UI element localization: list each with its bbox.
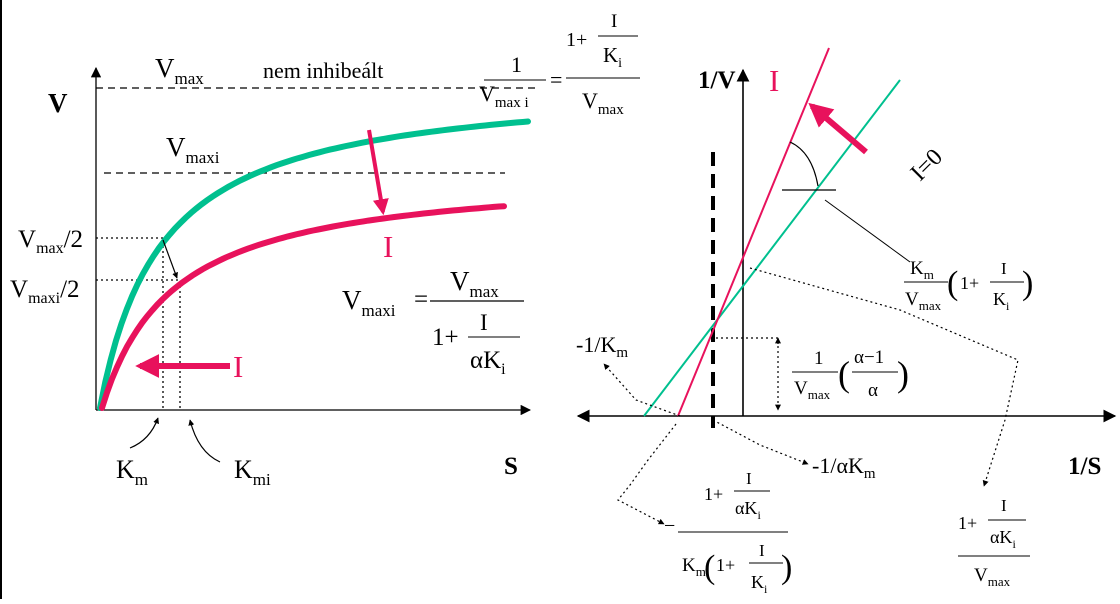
x-intercept-formula: − 1+ I αKi Km ( 1+ I Ki )	[664, 469, 792, 596]
svg-text:(: (	[947, 265, 958, 302]
svg-text:): )	[781, 549, 792, 586]
slope-angle-arc	[789, 141, 819, 187]
lineweaver-burk-plot: 1/V 1/S I I=0 Km Vmax ( 1+ I Ki ) -1/Km …	[576, 47, 1117, 596]
svg-text:Km: Km	[910, 258, 934, 282]
svg-text:α−1: α−1	[854, 347, 884, 368]
svg-text:I: I	[480, 310, 488, 335]
inhibitor-label-left: I	[233, 349, 243, 384]
crossing-point-formula: 1 Vmax ( α−1 α )	[792, 347, 909, 402]
svg-text:Vmax: Vmax	[794, 378, 831, 402]
uninhibited-line	[643, 79, 901, 417]
svg-text:α: α	[868, 380, 878, 401]
svg-text:=: =	[550, 67, 562, 92]
vmaxi-reciprocal-formula: 1 Vmax i = 1+ I Ki Vmax	[479, 11, 640, 118]
svg-text:1+: 1+	[566, 29, 587, 51]
km-pointer	[129, 417, 159, 449]
svg-text:): )	[897, 354, 909, 394]
half-vmaxi-label: Vmaxi/2	[10, 276, 80, 307]
slope-increase-arrow	[808, 102, 868, 155]
inhibitor-label-right: I	[769, 63, 779, 98]
svg-text:Vmaxi: Vmaxi	[342, 285, 396, 320]
svg-text:1: 1	[814, 348, 824, 369]
x-intercept-leader	[617, 423, 677, 525]
y-intercept-formula: 1+ I αKi Vmax	[958, 496, 1030, 589]
slope-formula: Km Vmax ( 1+ I Ki )	[904, 258, 1033, 313]
svg-text:Vmax: Vmax	[582, 88, 624, 118]
half-vmax-label: Vmax/2	[18, 226, 83, 257]
svg-text:Ki: Ki	[993, 289, 1010, 313]
vmaxi-equation: Vmaxi = Vmax 1+ I αKi	[342, 266, 524, 378]
svg-text:Vmax: Vmax	[905, 289, 942, 313]
kmi-pointer	[188, 419, 221, 463]
svg-text:1: 1	[511, 52, 522, 77]
neg-inv-km-label: -1/Km	[576, 332, 628, 361]
svg-text:αKi: αKi	[735, 498, 761, 522]
slope-leader	[824, 199, 911, 263]
svg-text:αKi: αKi	[990, 527, 1016, 551]
svg-text:1+: 1+	[958, 513, 977, 533]
zero-inhibitor-label: I=0	[906, 144, 948, 186]
kmi-label: Kmi	[234, 455, 271, 489]
svg-text:Ki: Ki	[751, 572, 768, 596]
svg-text:=: =	[414, 286, 428, 313]
vmax-label: Vmax	[155, 53, 204, 88]
svg-text:αKi: αKi	[470, 347, 506, 378]
svg-text:I: I	[746, 469, 752, 488]
v-axis-label: V	[48, 88, 68, 118]
inverse-v-axis-label: 1/V	[698, 67, 736, 94]
svg-text:(: (	[704, 549, 715, 586]
svg-text:1+: 1+	[704, 484, 723, 504]
inhibitor-label-down: I	[383, 229, 393, 264]
svg-text:I: I	[1001, 259, 1007, 278]
svg-text:I: I	[759, 541, 765, 560]
svg-text:1+: 1+	[432, 324, 459, 351]
svg-text:I: I	[611, 11, 617, 32]
uninhibited-curve	[97, 118, 531, 411]
half-max-shift-arrow	[162, 239, 178, 279]
inhibited-line	[677, 47, 830, 417]
inhibited-curve	[99, 203, 507, 411]
inverse-s-axis-label: 1/S	[1068, 453, 1101, 480]
svg-text:Vmax: Vmax	[974, 565, 1011, 589]
y-intercept-leader	[749, 267, 1019, 487]
km-label: Km	[116, 455, 148, 489]
svg-text:I: I	[1001, 496, 1007, 515]
neg-inv-km-leader	[603, 363, 681, 417]
crossing-leader	[711, 337, 781, 411]
svg-text:Vmax: Vmax	[450, 266, 499, 301]
neg-inv-akm-label: -1/αKm	[812, 453, 876, 482]
vmaxi-label: Vmaxi	[166, 132, 220, 167]
neg-inv-akm-leader	[712, 419, 809, 465]
svg-text:Ki: Ki	[603, 43, 622, 71]
svg-text:Km: Km	[682, 555, 706, 579]
svg-text:1+: 1+	[960, 273, 979, 293]
s-axis-label: S	[504, 453, 518, 480]
svg-text:−: −	[664, 515, 675, 537]
uninhibited-label: nem inhibeált	[263, 58, 383, 83]
svg-text:): )	[1022, 265, 1033, 302]
svg-text:(: (	[838, 354, 850, 394]
svg-text:1+: 1+	[716, 555, 735, 575]
vmax-decrease-arrow	[367, 129, 389, 216]
michaelis-menten-plot: V S Vmax nem inhibeált Vmaxi Vmax/2 Vmax…	[10, 53, 540, 489]
svg-text:Vmax i: Vmax i	[479, 81, 529, 111]
